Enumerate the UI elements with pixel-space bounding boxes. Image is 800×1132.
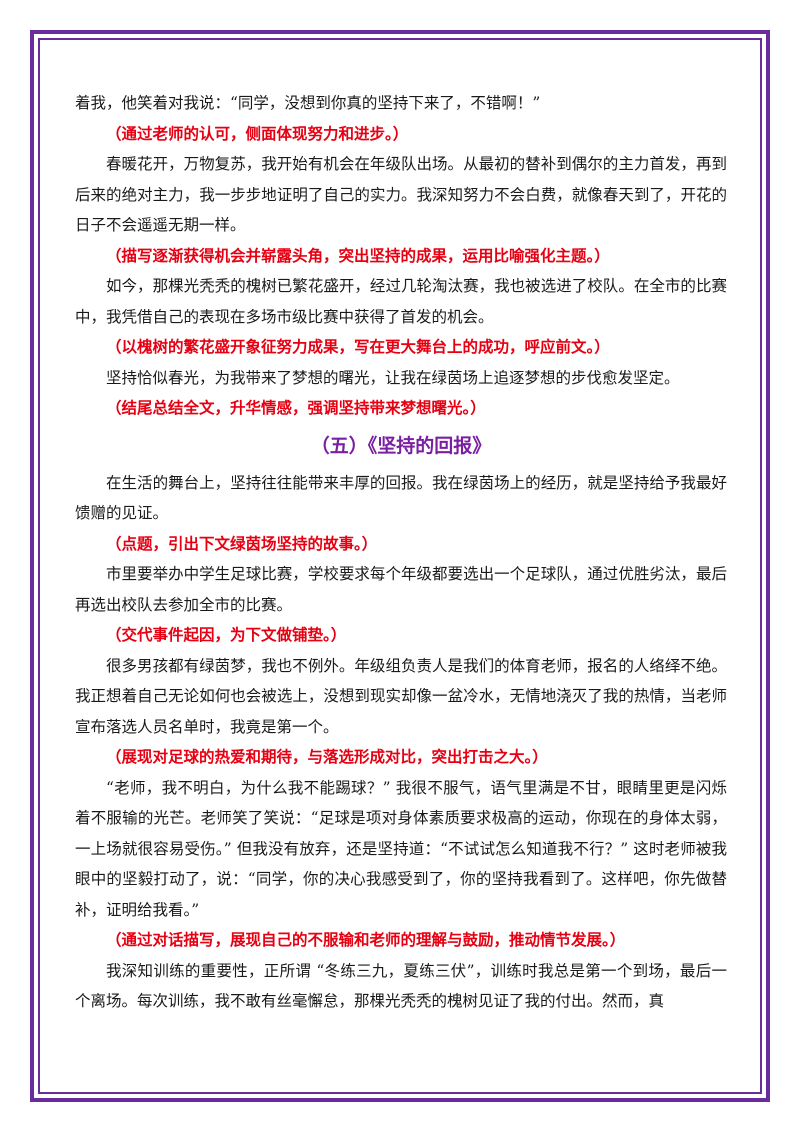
paragraph: 市里要举办中学生足球比赛，学校要求每个年级都要选出一个足球队，通过优胜劣汰，最后… bbox=[75, 565, 727, 614]
section-heading: （五）《坚持的回报》 bbox=[310, 434, 492, 457]
paragraph: 我深知训练的重要性，正所谓 “冬练三九，夏练三伏”，训练时我总是第一个到场，最后… bbox=[75, 961, 727, 1011]
annotation: （通过老师的认可，侧面体现努力和进步。） bbox=[106, 123, 409, 143]
paragraph: 很多男孩都有绿茵梦，我也不例外。年级组负责人是我们的体育老师，报名的人络绎不绝。… bbox=[75, 656, 727, 736]
annotation: （通过对话描写，展现自己的不服输和老师的理解与鼓励，推动情节发展。） bbox=[106, 930, 626, 949]
annotation: （交代事件起因，为下文做铺垫。） bbox=[106, 625, 347, 644]
paragraph: 着我，他笑着对我说：“同学，没想到你真的坚持下来了，不错啊！” bbox=[75, 94, 541, 112]
page-border-outer bbox=[30, 30, 770, 1102]
annotation: （描写逐渐获得机会并崭露头角，突出坚持的成果，运用比喻强化主题。） bbox=[106, 245, 610, 265]
annotation: （以槐树的繁花盛开象征努力成果，写在更大舞台上的成功，呼应前文。） bbox=[106, 337, 610, 356]
paragraph: 在生活的舞台上，坚持往往能带来丰厚的回报。我在绿茵场上的经历，就是坚持给予我最好… bbox=[75, 473, 727, 523]
article-body: 着我，他笑着对我说：“同学，没想到你真的坚持下来了，不错啊！” （通过老师的认可… bbox=[75, 88, 727, 1017]
paragraph: 坚持恰似春光，为我带来了梦想的曙光，让我在绿茵场上追逐梦想的步伐愈发坚定。 bbox=[106, 368, 680, 387]
paragraph: 春暖花开，万物复苏，我开始有机会在年级队出场。从最初的替补到偶尔的主力首发，再到… bbox=[75, 155, 727, 234]
paragraph: “老师，我不明白，为什么我不能踢球？” 我很不服气，语气里满是不甘，眼睛里更是闪… bbox=[75, 778, 727, 919]
page-border-inner bbox=[38, 38, 762, 1094]
paragraph: 如今，那棵光秃秃的槐树已繁花盛开，经过几轮淘汰赛，我也被选进了校队。在全市的比赛… bbox=[75, 277, 727, 326]
annotation: （点题，引出下文绿茵场坚持的故事。） bbox=[106, 533, 378, 553]
annotation: （展现对足球的热爱和期待，与落选形成对比，突出打击之大。） bbox=[106, 747, 548, 766]
annotation: （结尾总结全文，升华情感，强调坚持带来梦想曙光。） bbox=[106, 398, 486, 417]
